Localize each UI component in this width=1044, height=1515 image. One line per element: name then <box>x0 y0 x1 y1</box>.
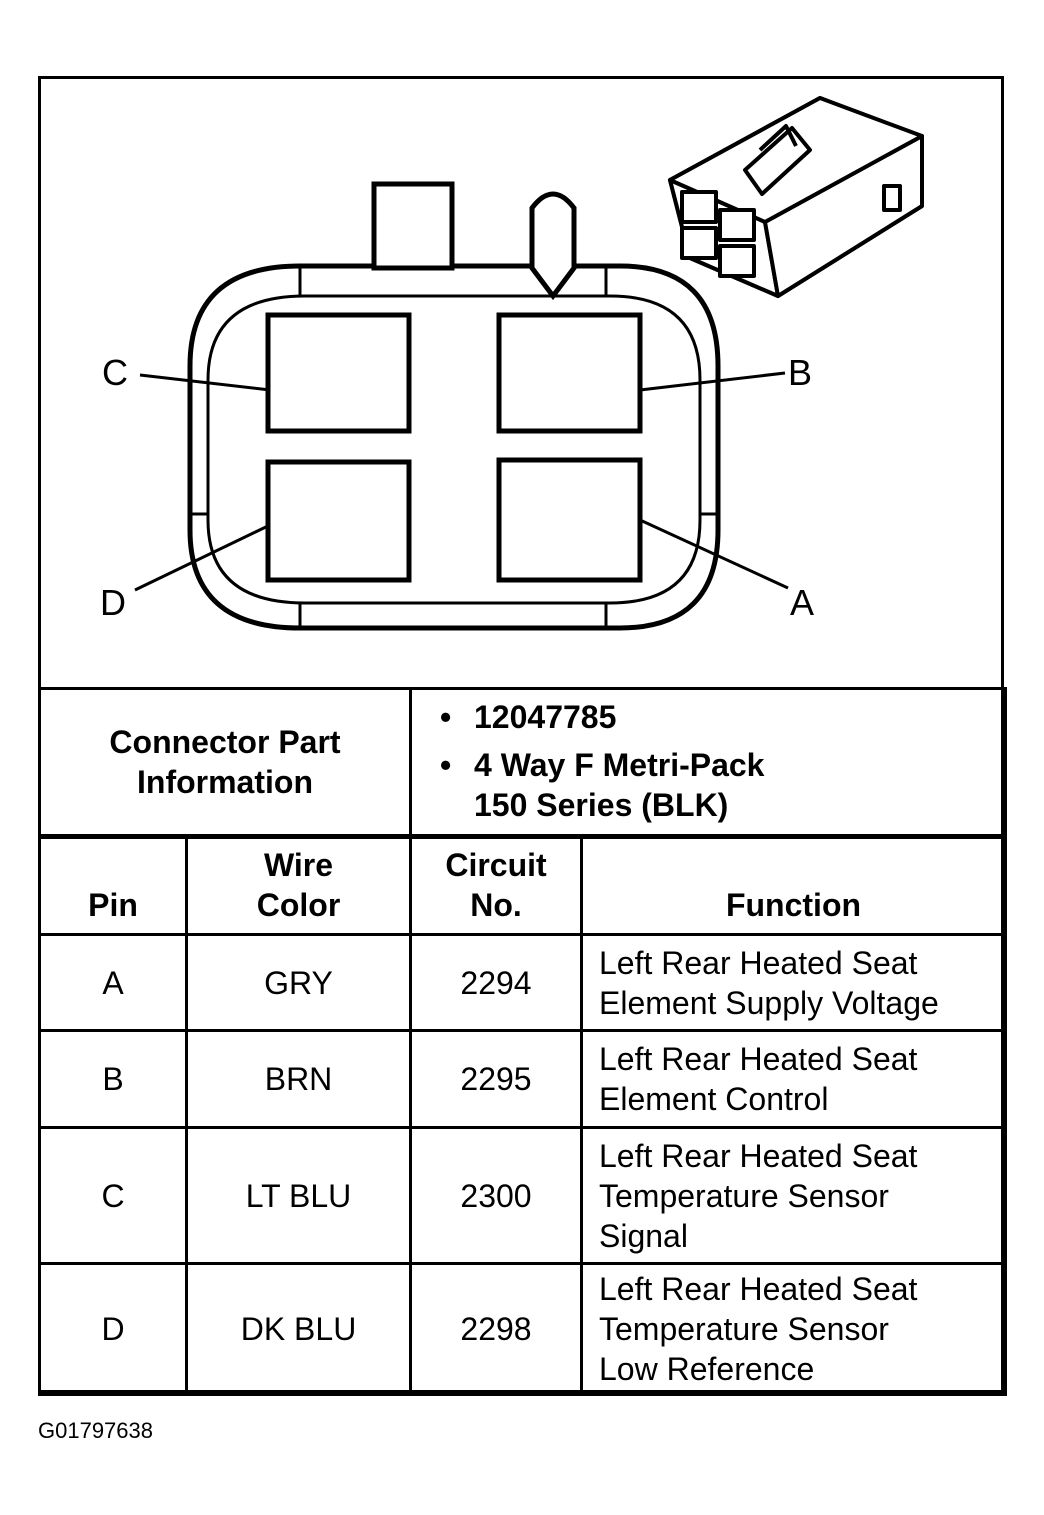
cavity-b <box>496 312 643 434</box>
part-info-label: Connector Part Information <box>38 687 412 837</box>
header-wire-color: Wire Color <box>185 836 412 936</box>
connector-latch <box>371 181 577 301</box>
pin-label-d: D <box>100 582 126 623</box>
pin-cell: B <box>38 1029 188 1129</box>
function-cell: Left Rear Heated Seat Temperature Sensor… <box>580 1126 1007 1265</box>
part-description-line2: 150 Series (BLK) <box>474 787 729 823</box>
pin-cell: C <box>38 1126 188 1265</box>
table-row: A GRY 2294 Left Rear Heated Seat Element… <box>38 933 1007 1032</box>
function-cell: Left Rear Heated Seat Temperature Sensor… <box>580 1262 1007 1396</box>
cavity-d <box>265 459 412 583</box>
connector-diagram: C B D A <box>100 96 924 631</box>
cavity-a <box>496 457 643 583</box>
part-info-label-line1: Connector Part <box>109 724 341 760</box>
circuit-cell: 2294 <box>409 933 583 1032</box>
table-row: C LT BLU 2300 Left Rear Heated Seat Temp… <box>38 1126 1007 1265</box>
pin-cell: D <box>38 1262 188 1396</box>
table-row: B BRN 2295 Left Rear Heated Seat Element… <box>38 1029 1007 1129</box>
pin-table: Pin Wire Color Circuit No. Function A GR… <box>38 836 1007 1396</box>
leader-lines <box>134 371 789 592</box>
circuit-cell: 2300 <box>409 1126 583 1265</box>
header-function: Function <box>580 836 1007 936</box>
connector-part-info: Connector Part Information 12047785 4 Wa… <box>38 687 1007 837</box>
cavity-c <box>265 312 412 434</box>
wire-color-cell: BRN <box>185 1029 412 1129</box>
part-description-line1: 4 Way F Metri-Pack <box>474 747 765 783</box>
pin-label-c: C <box>102 352 128 393</box>
connector-face <box>187 263 721 631</box>
function-cell: Left Rear Heated Seat Element Control <box>580 1029 1007 1129</box>
circuit-cell: 2298 <box>409 1262 583 1396</box>
pin-table-header: Pin Wire Color Circuit No. Function <box>38 836 1007 936</box>
pin-cell: A <box>38 933 188 1032</box>
part-info-label-line2: Information <box>137 764 313 800</box>
part-description: 4 Way F Metri-Pack 150 Series (BLK) <box>440 745 1004 825</box>
terminal-cavities <box>265 312 643 583</box>
header-pin: Pin <box>38 836 188 936</box>
connector-isometric-icon <box>668 96 924 298</box>
pin-label-a: A <box>790 582 814 623</box>
part-info-values: 12047785 4 Way F Metri-Pack 150 Series (… <box>409 687 1007 837</box>
header-circuit-no: Circuit No. <box>409 836 583 936</box>
function-cell: Left Rear Heated Seat Element Supply Vol… <box>580 933 1007 1032</box>
part-number: 12047785 <box>440 697 1004 737</box>
wire-color-cell: LT BLU <box>185 1126 412 1265</box>
wire-color-cell: GRY <box>185 933 412 1032</box>
table-row: D DK BLU 2298 Left Rear Heated Seat Temp… <box>38 1262 1007 1396</box>
wire-color-cell: DK BLU <box>185 1262 412 1396</box>
pin-label-b: B <box>788 352 812 393</box>
circuit-cell: 2295 <box>409 1029 583 1129</box>
figure-id: G01797638 <box>38 1418 153 1443</box>
